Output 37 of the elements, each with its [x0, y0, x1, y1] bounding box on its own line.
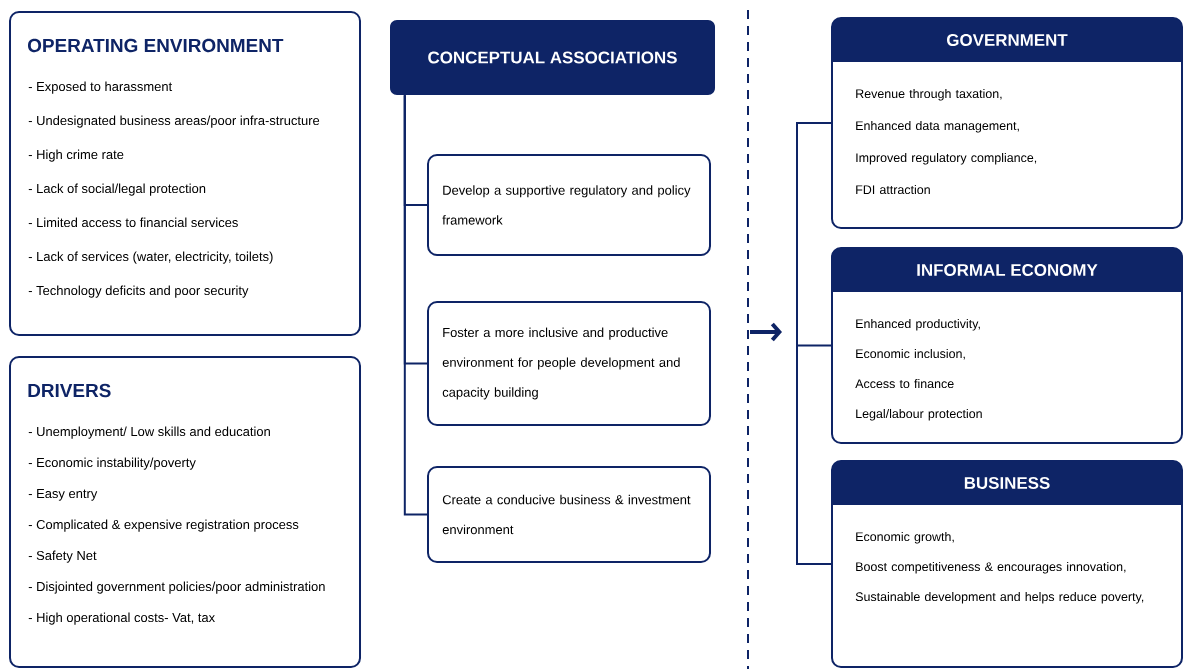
heading: OPERATING ENVIRONMENT [28, 38, 284, 53]
list-item: - Safety Net [28, 550, 97, 563]
heading: INFORMAL ECONOMY [917, 264, 1098, 276]
box-text: Create a conducive business & investment environment [442, 494, 691, 535]
connector-line [403, 94, 428, 516]
heading: BUSINESS [964, 477, 1050, 489]
list-item: Enhanced data management, [856, 120, 1019, 133]
list-item: - High crime rate [28, 149, 124, 162]
list-item: - Lack of services (water, electricity, toilets) [28, 251, 273, 264]
list-item: - High operational costs- Vat, tax [28, 612, 215, 625]
list-item: Revenue through taxation, [856, 88, 1002, 101]
box-text: Foster a more inclusive and productive environment for people development and capacity building [442, 327, 680, 400]
list-item: - Disjointed government policies/poor administration [28, 581, 325, 594]
list-item: Economic inclusion, [856, 348, 965, 360]
list-item: Sustainable development and helps reduce poverty, [855, 591, 1144, 604]
connector-line [796, 122, 832, 329]
list-item: - Complicated & expensive registration process [28, 519, 299, 532]
list-item: - Easy entry [28, 489, 98, 501]
box-text: Develop a supportive regulatory and policy framework [442, 185, 691, 225]
list-item: - Economic instability/poverty [28, 457, 196, 470]
list-item: Improved regulatory compliance, [856, 152, 1037, 165]
list-item: - Limited access to financial services [28, 217, 238, 228]
list-item: Boost competitiveness & encourages innovation, [856, 561, 1126, 574]
list-item: - Undesignated business areas/poor infra-structure [28, 115, 320, 128]
list-item: Enhanced productivity, [856, 318, 980, 331]
list-item: Access to finance [855, 378, 954, 389]
heading: GOVERNMENT [947, 34, 1068, 46]
title-banner: CONCEPTUAL ASSOCIATIONS [390, 20, 715, 95]
list-item: Economic growth, [856, 531, 954, 544]
list-item: Legal/labour protection [856, 408, 982, 421]
heading: DRIVERS [28, 383, 111, 398]
connector-line [796, 327, 832, 565]
list-item: - Exposed to harassment [28, 81, 173, 94]
list-item: FDI attraction [856, 184, 930, 195]
list-item: - Unemployment/ Low skills and education [28, 426, 270, 439]
list-item: - Technology deficits and poor security [28, 285, 249, 298]
list-item: - Lack of social/legal protection [28, 183, 206, 196]
